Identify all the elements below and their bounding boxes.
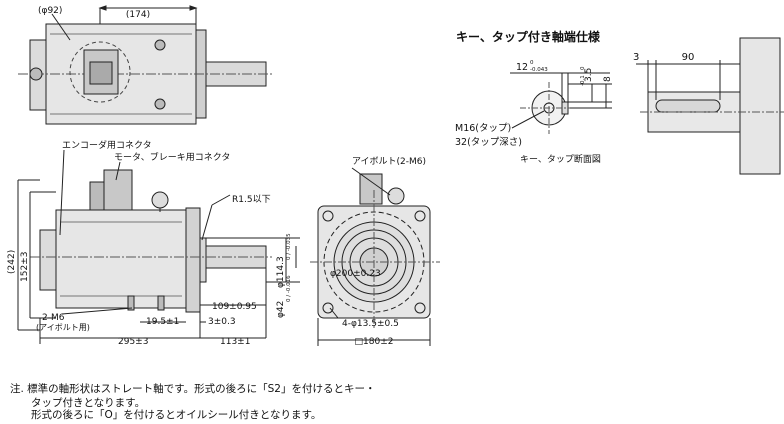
dim-242: (242) xyxy=(7,250,17,274)
r15-label: R1.5以下 xyxy=(232,195,271,205)
dim-key-offset: 3 xyxy=(633,52,639,63)
front-view xyxy=(310,167,440,346)
front-bolt-hole-tr xyxy=(414,210,426,222)
key-shaft-section xyxy=(510,72,612,134)
dim-19-5: 19.5±1 xyxy=(146,317,179,327)
dim-109: 109±0.95 xyxy=(212,302,257,312)
dim-113: 113±1 xyxy=(220,337,250,347)
side-view-pilot xyxy=(199,237,207,283)
dim-phi42-tol: 0 / -0.016 xyxy=(286,275,292,302)
tap-m16-label: M16(タップ) xyxy=(455,123,511,134)
side-view-body xyxy=(55,209,187,309)
front-bolt-hole-br xyxy=(414,302,426,314)
side-view-rear-cap xyxy=(39,229,57,291)
front-bolt-hole-bl xyxy=(322,302,334,314)
side-view-flange xyxy=(185,207,201,313)
dim-key-depth-tol-lower: -0.1 xyxy=(580,75,586,86)
key-tap-spec-title: キー、タップ付き軸端仕様 xyxy=(456,29,601,44)
motor-brake-connector-label: モータ、ブレーキ用コネクタ xyxy=(114,151,230,163)
dim-3: 3±0.3 xyxy=(208,317,236,327)
eyebolt-label: アイボルト(2-M6) xyxy=(352,156,426,167)
key-tap-section-label: キー、タップ断面図 xyxy=(520,153,601,165)
dim-phi1143: φ114.3 xyxy=(276,256,286,288)
dim-key-width-tol-lower: -0.043 xyxy=(530,67,548,73)
dim-180: □180±2 xyxy=(355,337,394,347)
note-line-1: 注. 標準の軸形状はストレート軸です。形式の後ろに「S2」を付けるとキー・ xyxy=(10,383,376,395)
dim-295: 295±3 xyxy=(118,337,148,347)
front-connector xyxy=(359,173,383,205)
dim-phi1143-tol: 0 / -0.035 xyxy=(286,233,292,260)
dim-key-depth: 3.5 xyxy=(584,68,594,82)
dim-key-height: 8 xyxy=(603,76,613,82)
front-eyebolt xyxy=(387,187,405,205)
dim-2-m6-note: (アイボルト用) xyxy=(36,323,90,332)
dim-phi200: φ200±0.23 xyxy=(330,269,381,279)
dim-phi92: (φ92) xyxy=(38,6,62,16)
key-shaft-side xyxy=(636,37,784,175)
side-eyebolt xyxy=(151,191,169,209)
side-view xyxy=(17,149,300,344)
dim-key-depth-tol-upper: 0 xyxy=(580,66,586,70)
dim-key-width: 12 xyxy=(516,62,528,73)
encoder-connector-shape xyxy=(89,181,105,211)
dim-174: (174) xyxy=(126,10,150,20)
dim-key-length: 90 xyxy=(682,52,695,63)
note-line-2: タップ付きとなります。 xyxy=(10,397,146,409)
flange-right xyxy=(739,37,781,175)
dim-2-m6: 2-M6 xyxy=(42,313,65,323)
motor-connector-shape xyxy=(103,169,133,211)
dim-key-width-tol-upper: 0 xyxy=(530,60,534,66)
key-slot xyxy=(655,99,721,113)
dim-bolt-holes: 4-φ13.5±0.5 xyxy=(342,319,399,329)
dim-phi42: φ42 xyxy=(276,301,286,318)
tap-depth-label: 32(タップ深さ) xyxy=(455,137,522,148)
encoder-connector-label: エンコーダ用コネクタ xyxy=(62,139,152,151)
note-line-3: 形式の後ろに「O」を付けるとオイルシール付きとなります。 xyxy=(10,409,322,421)
dim-152: 152±3 xyxy=(20,252,30,282)
top-view-connector-circle xyxy=(69,41,131,103)
top-view xyxy=(18,5,272,125)
front-bolt-hole-tl xyxy=(322,210,334,222)
